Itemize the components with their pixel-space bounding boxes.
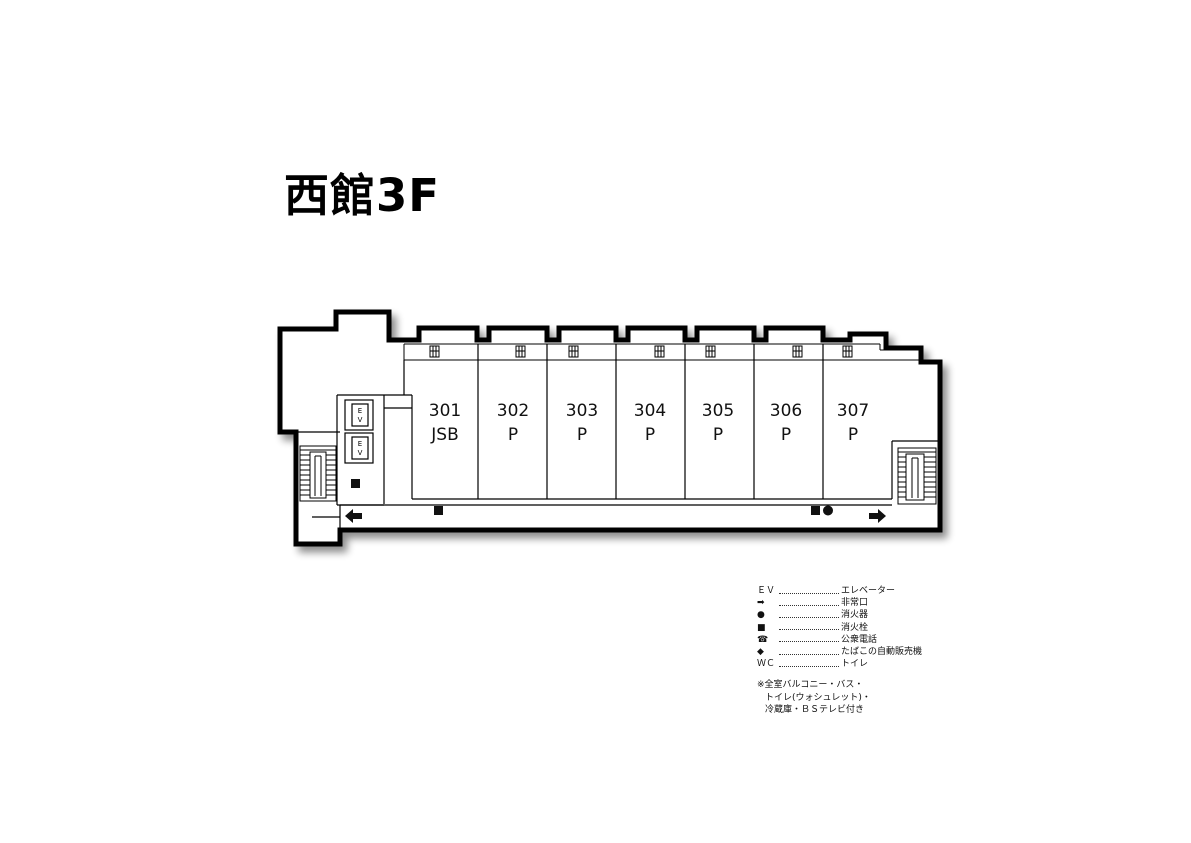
phone-icon: ☎ [757,634,769,645]
room-type: P [713,425,723,445]
legend-label: 公衆電話 [841,634,878,645]
ev-text: ＥＶ [757,586,776,596]
room-type: JSB [430,425,458,445]
room-number: 303 [566,401,598,421]
legend-note: ※全室バルコニー・バス・ トイレ(ウォシュレット)・ 冷蔵庫・ＢＳテレビ付き [757,679,957,717]
legend-label: たばこの自動販売機 [841,647,923,658]
extinguisher-circle-icon: ● [757,610,765,621]
wc-text: ＷＣ [757,659,776,670]
legend-item: ■ 消火栓 [757,622,957,634]
hydrant-square-icon [351,479,360,488]
exit-arrow-left-icon [345,509,362,523]
room-number: 305 [702,401,734,421]
left-stairs [299,445,337,502]
legend-leader-dots [779,665,839,667]
elevator-2: E V [344,432,374,464]
legend-label: 消火栓 [841,622,869,633]
room-number: 306 [770,401,802,421]
legend-note-line: トイレ(ウォシュレット)・ [765,692,871,703]
legend-item: ● 消火器 [757,609,957,621]
legend-item: ☎ 公衆電話 [757,634,957,646]
legend-label: 消火器 [841,610,869,621]
legend-leader-dots [779,604,839,606]
room-type: P [577,425,587,445]
elevator-1: E V [344,399,374,431]
ev-label-v: V [358,416,363,424]
balcony-band [403,343,940,361]
corridor-walls [296,360,892,530]
window-markers [429,345,853,358]
legend-item: ＥＶ エレベーター [757,585,957,597]
room-number: 307 [837,401,869,421]
extinguisher-circle-icon [823,505,833,516]
ev-label-e: E [358,407,362,415]
room-number: 302 [497,401,529,421]
legend-note-line: 冷蔵庫・ＢＳテレビ付き [765,705,865,716]
building-outline [277,309,943,547]
room-type: P [781,425,791,445]
page-title: 西館3F [284,169,441,222]
room-type: P [645,425,655,445]
vending-diamond-icon: ◆ [757,647,764,658]
legend-leader-dots [779,653,839,655]
legend-label: トイレ [841,659,869,670]
hydrant-square-icon [811,506,820,515]
legend: ＥＶ エレベーター ➡ 非常口 ● 消火器 ■ 消火栓 ☎ 公衆電話 ◆ たばこの自動販売機 ＷＣ トイレ… [757,585,957,717]
legend-label: エレベーター [841,586,896,596]
legend-item: ➡ 非常口 [757,597,957,609]
legend-item: ◆ たばこの自動販売機 [757,646,957,658]
ev-label-v: V [358,449,363,457]
right-stairs [897,447,937,505]
legend-item: ＷＣ トイレ [757,658,957,670]
hydrant-square-icon [434,506,443,515]
room-number: 301 [429,401,461,421]
hydrant-square-icon: ■ [757,622,766,633]
legend-label: 非常口 [841,598,869,609]
exit-arrow-icon: ➡ [757,598,765,609]
legend-leader-dots [779,592,839,594]
room-dividers [412,344,940,500]
legend-leader-dots [779,641,839,643]
room-number: 304 [634,401,666,421]
legend-leader-dots [779,617,839,618]
room-type: P [848,425,858,445]
ev-label-e: E [358,440,362,448]
room-type: P [508,425,518,445]
exit-arrow-right-icon [869,509,886,523]
legend-note-line: ※全室バルコニー・バス・ [757,680,864,691]
legend-leader-dots [779,629,839,631]
